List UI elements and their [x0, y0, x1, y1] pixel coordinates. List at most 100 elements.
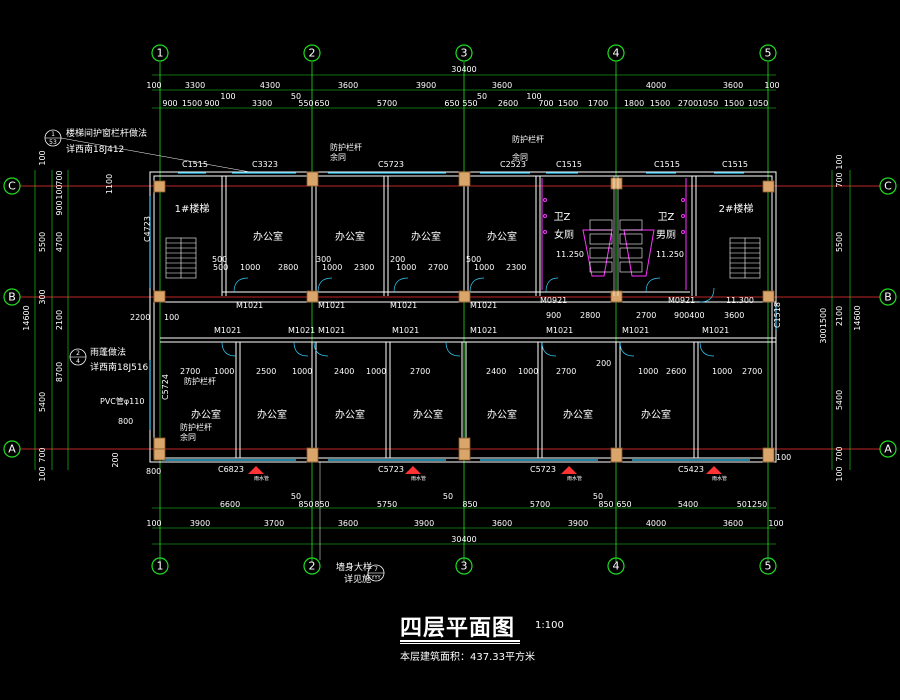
guardrail-label: 防护栏杆 — [330, 142, 362, 152]
dim: 50 — [593, 492, 603, 501]
door-tag: M1021 — [236, 301, 263, 310]
dim: 1000 — [638, 367, 658, 376]
dim: 5700 — [530, 500, 550, 509]
room-label: 办公室 — [411, 230, 441, 243]
dim: 3600 — [338, 519, 358, 528]
dim: 500 — [213, 263, 228, 272]
dim: 100 — [835, 466, 844, 481]
dim: 500 — [466, 255, 481, 264]
callout-ref: 详见施 — [344, 573, 371, 585]
door-dims-lower: 2700 1000 2500 1000 2400 1000 2700 2400 … — [180, 367, 762, 376]
axis-bubbles-bottom: 1 2 3 4 5 — [151, 557, 777, 575]
dim: 100 — [776, 453, 791, 462]
stair-2 — [729, 237, 761, 279]
door-swings — [221, 277, 715, 357]
dim: 2700 — [636, 311, 656, 320]
room-labels-bottom: 办公室 办公室 办公室 办公室 办公室 办公室 办公室 — [191, 408, 671, 421]
note-label: 余同 — [330, 152, 346, 162]
level-marks: 11.250 11.250 11.300 — [556, 250, 754, 305]
dim: 100 — [38, 466, 47, 481]
dim: 900 — [204, 99, 219, 108]
axis-lines-vertical — [159, 62, 769, 562]
rain-pipe-label: 雨水管 — [254, 475, 269, 482]
dim: 6600 — [220, 500, 240, 509]
window-tag: C1515 — [722, 160, 748, 169]
axis-label: 4 — [613, 47, 620, 60]
stair-label: 2#楼梯 — [719, 202, 754, 215]
wc-label: 女厕 — [554, 228, 574, 241]
title-block: 四层平面图 1:100 本层建筑面积：437.33平方米 — [380, 606, 640, 676]
dim: 1500 — [819, 308, 828, 328]
window-tag: C1515 — [182, 160, 208, 169]
dim: 2300 — [354, 263, 374, 272]
window-tag: C5423 — [678, 465, 704, 474]
guardrail-label: 防护栏杆 — [180, 422, 212, 432]
wc-label: 卫Z — [658, 212, 675, 223]
dim: 4000 — [646, 519, 666, 528]
callout-text: 雨蓬做法 — [90, 346, 126, 358]
room-label: 办公室 — [413, 408, 443, 421]
dim: 1000 — [366, 367, 386, 376]
dim: 1000 — [396, 263, 416, 272]
axis-label: 2 — [309, 560, 316, 573]
dim: 2700 — [428, 263, 448, 272]
windows — [149, 172, 777, 461]
callout-roof-drain: 2 4 雨蓬做法 详西南18J516 — [69, 346, 149, 373]
dim: 100 — [764, 81, 779, 90]
level-mark: 11.300 — [726, 296, 754, 305]
rain-pipe-labels: 雨水管 雨水管 雨水管 雨水管 — [254, 475, 727, 482]
dim: 900400 — [674, 311, 705, 320]
dim: 200 — [390, 255, 405, 264]
dim: 700 — [538, 99, 553, 108]
washroom-stalls — [589, 176, 643, 296]
axis-bubbles-top: 1 2 3 4 5 — [151, 44, 777, 62]
dim: 100 — [220, 92, 235, 101]
room-label: 办公室 — [257, 408, 287, 421]
dim: 2700 — [410, 367, 430, 376]
dim: 50 — [477, 92, 487, 101]
callout-ref: 详西南18J412 — [66, 143, 124, 155]
door-tag: M0921 — [540, 296, 567, 305]
callout-number: 2 — [76, 350, 80, 357]
dim: 850 — [314, 500, 329, 509]
floor-area-note: 本层建筑面积：437.33平方米 — [400, 652, 535, 663]
dim: 3600 — [492, 81, 512, 90]
annotation-labels: 防护栏杆 余同 防护栏杆 余同 防护栏杆 防护栏杆 余同 PVC管φ110 C4… — [100, 134, 791, 476]
dimension-text-top: 30400 100 3300 4300 3600 3900 3600 4000 … — [146, 65, 779, 108]
window-tag: C5724 — [161, 374, 170, 400]
dim: 4000 — [646, 81, 666, 90]
dim: 14600 — [22, 305, 31, 330]
dim: 200 — [111, 452, 120, 467]
dim: 2700 — [742, 367, 762, 376]
door-tag: M1021 — [390, 301, 417, 310]
special-room-labels: 1#楼梯 2#楼梯 卫Z 女厕 卫Z 男厕 — [175, 202, 754, 241]
dim: 1050 — [748, 99, 768, 108]
dim: 3300 — [252, 99, 272, 108]
axis-label: 1 — [157, 47, 164, 60]
dim: 550 — [462, 99, 477, 108]
note-label: 余同 — [512, 152, 528, 162]
dim: 3900 — [190, 519, 210, 528]
window-tag: C1515 — [556, 160, 582, 169]
window-tag: C4723 — [143, 216, 152, 242]
axis-label: A — [8, 443, 16, 456]
dim: 2600 — [666, 367, 686, 376]
dim: 100 — [38, 150, 47, 165]
dim: 900 — [546, 311, 561, 320]
dim: 5700 — [377, 99, 397, 108]
dim: 2400 — [486, 367, 506, 376]
level-mark: 11.250 — [556, 250, 584, 259]
dimension-text-left: 100 5500 300 14600 8700 5400 700 100 700… — [22, 150, 120, 481]
dim: 700 — [835, 172, 844, 187]
dim: 100 — [164, 313, 179, 322]
axis-label: 5 — [765, 560, 772, 573]
door-tag: M1021 — [214, 326, 241, 335]
dim: 1000 — [292, 367, 312, 376]
dim: 2100 — [55, 310, 64, 330]
callout-text: 墙身大样 — [336, 561, 372, 573]
door-tag: M1021 — [702, 326, 729, 335]
door-tag: M1021 — [470, 326, 497, 335]
dim: 100 — [146, 81, 161, 90]
axis-bubbles-side: C B A C B A — [3, 177, 897, 458]
